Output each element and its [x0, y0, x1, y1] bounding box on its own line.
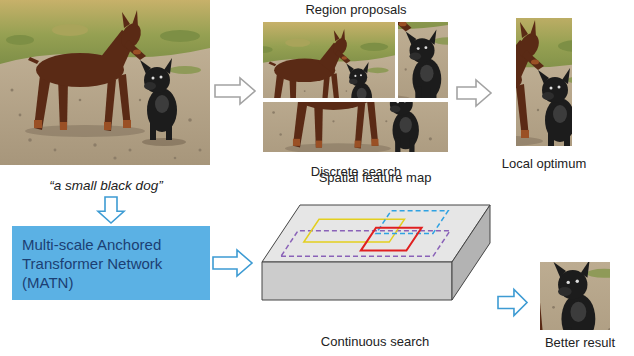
feature-map-slab: [262, 205, 490, 300]
caption-text: Spatial feature map: [319, 170, 432, 186]
slab-front: [262, 262, 452, 300]
box-label: Multi-scale Anchored Transformer Network…: [22, 235, 200, 292]
feature-map-node: Spatial feature mapContinuous search: [255, 170, 495, 350]
solid-box: [361, 228, 422, 251]
caption-text: “a small black dog”: [49, 178, 162, 194]
block-arrow: [457, 80, 491, 106]
caption-text: Continuous search: [321, 334, 429, 350]
caption-text: Local optimum: [502, 156, 587, 172]
crop-node: Local optimum: [494, 14, 594, 172]
proposal-group: Region proposalsDiscrete search: [258, 2, 454, 180]
solid-box: [304, 219, 405, 242]
caption-text: Better result: [545, 335, 615, 351]
result-node: Better result: [530, 255, 630, 351]
dashed-box: [376, 211, 448, 234]
block-arrow: [498, 290, 527, 316]
input-photo: [0, 0, 210, 165]
block-arrow: [98, 197, 124, 223]
photo-node: “a small black dog”: [0, 0, 212, 194]
local-optimum-crop: [398, 10, 608, 175]
caption-text: Region proposals: [305, 2, 406, 18]
block-arrow: [213, 250, 252, 276]
slab-side: [452, 205, 490, 300]
slab-top: [262, 205, 490, 262]
search-boxes: [281, 211, 450, 257]
proposal-crop: [263, 34, 448, 179]
block-arrow: [215, 78, 255, 104]
process-box: Multi-scale Anchored Transformer Network…: [12, 226, 210, 300]
